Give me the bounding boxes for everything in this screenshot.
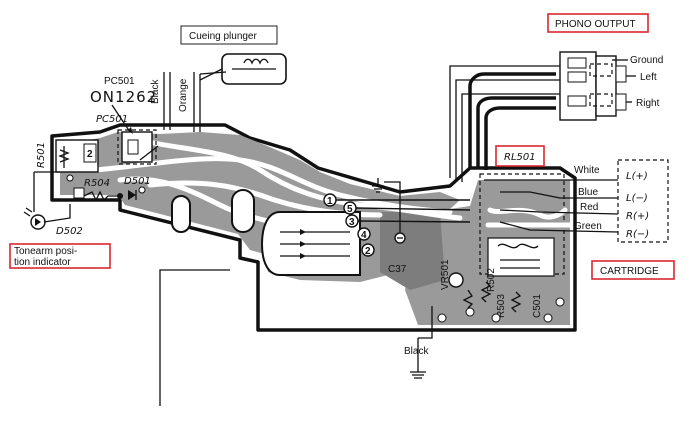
cartridge-l-plus: L(+): [626, 171, 648, 182]
terminal-3: 3: [345, 214, 359, 228]
r501-label: R501: [36, 142, 47, 168]
pcb-copper-center: [380, 212, 445, 290]
d502-label: D502: [56, 226, 83, 237]
terminal-1-label: 1: [327, 196, 333, 207]
cartridge-callout: [591, 260, 675, 280]
phono-output-callout: [547, 13, 649, 33]
slot-hole-1: [171, 195, 191, 233]
rca-jack-assembly: [559, 51, 627, 121]
rl501-callout: [495, 145, 545, 167]
left-label: Left: [640, 72, 657, 83]
terminal-5-label: 5: [347, 204, 353, 215]
cartridge-r-minus: R(−): [626, 229, 649, 240]
on1262-label: ON1262: [90, 88, 157, 106]
cueing-plunger-label: Cueing plunger: [189, 31, 257, 42]
tonearm-callout: [9, 243, 111, 269]
cartridge-label: CARTRIDGE: [600, 266, 659, 277]
terminal-1: 1: [323, 193, 337, 207]
tonearm-label-line2: tion indicator: [14, 257, 71, 268]
phono-output-label: PHONO OUTPUT: [555, 19, 636, 30]
vr501-label: VR501: [440, 259, 451, 290]
terminal-2: 2: [361, 243, 375, 257]
r504-label: R504: [84, 178, 110, 189]
terminal-2-label: 2: [365, 246, 371, 257]
slot-hole-2: [231, 189, 255, 233]
blue-label: Blue: [578, 187, 598, 198]
d501-label: D501: [124, 176, 151, 187]
black-bottom-label: Black: [404, 346, 429, 357]
ground-label: Ground: [630, 55, 663, 66]
black-top-label: Black: [150, 79, 161, 104]
orange-label: Orange: [178, 78, 189, 112]
terminal-4: 4: [357, 227, 371, 241]
cartridge-l-minus: L(−): [626, 193, 648, 204]
terminal-5: 5: [343, 201, 357, 215]
white-label: White: [574, 165, 600, 176]
red-label: Red: [580, 202, 598, 213]
terminal-4-label: 4: [361, 230, 367, 241]
rl501-label: RL501: [504, 152, 536, 163]
r502-label: R502: [486, 268, 497, 292]
c501-label: C501: [532, 294, 543, 318]
cartridge-box: [617, 159, 669, 243]
tonearm-label-line1: Tonearm posi-: [14, 246, 77, 257]
svg-text:2: 2: [87, 149, 93, 160]
c37-label: C37: [388, 264, 407, 275]
terminal-3-label: 3: [349, 217, 355, 228]
cueing-plunger-box: [180, 25, 278, 45]
green-label: Green: [574, 221, 602, 232]
r503-label: R503: [496, 294, 507, 318]
pc501-label: PC501: [104, 76, 135, 87]
right-label: Right: [636, 98, 660, 109]
cartridge-r-plus: R(+): [626, 211, 649, 222]
pc501-board-label: PC501: [96, 114, 128, 125]
